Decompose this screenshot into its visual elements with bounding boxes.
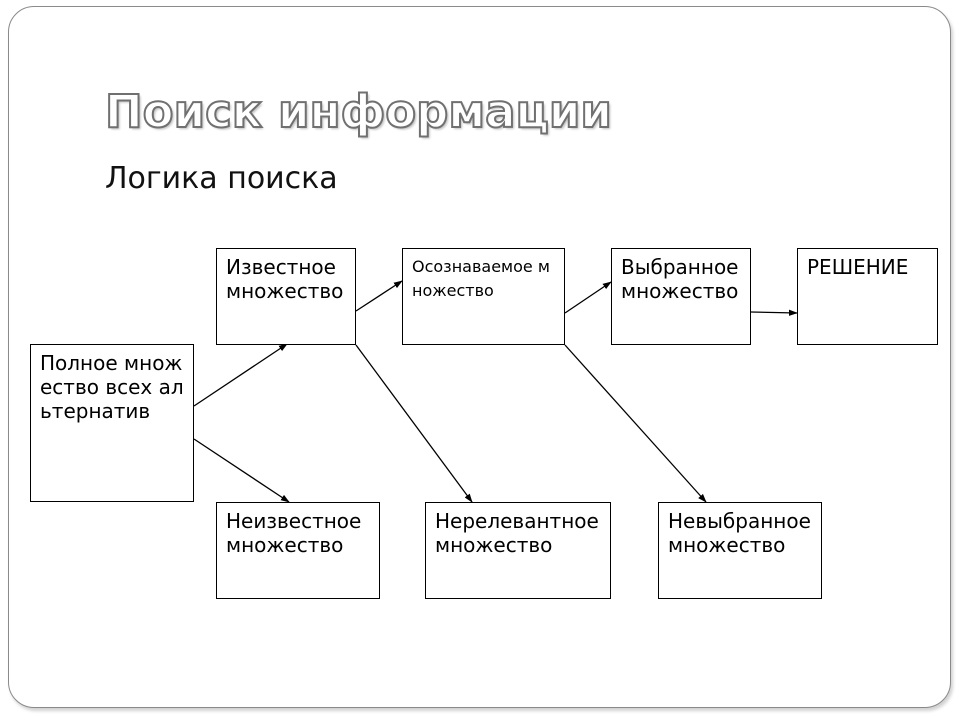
node-chosen-set: Выбранное множество <box>611 248 751 345</box>
node-known-set: Известное множество <box>216 248 356 345</box>
node-full-set: Полное множество всех альтернатив <box>30 344 194 502</box>
node-unchosen-set: Невыбранное множество <box>658 502 822 599</box>
slide-title: Поиск информации <box>104 84 613 139</box>
node-irrelevant-set: Нерелевантное множество <box>425 502 611 599</box>
node-unknown-set: Неизвестное множество <box>216 502 380 599</box>
node-aware-set: Осознаваемое множество <box>402 248 565 345</box>
node-decision: РЕШЕНИЕ <box>797 248 938 345</box>
slide-subtitle: Логика поиска <box>105 161 338 196</box>
